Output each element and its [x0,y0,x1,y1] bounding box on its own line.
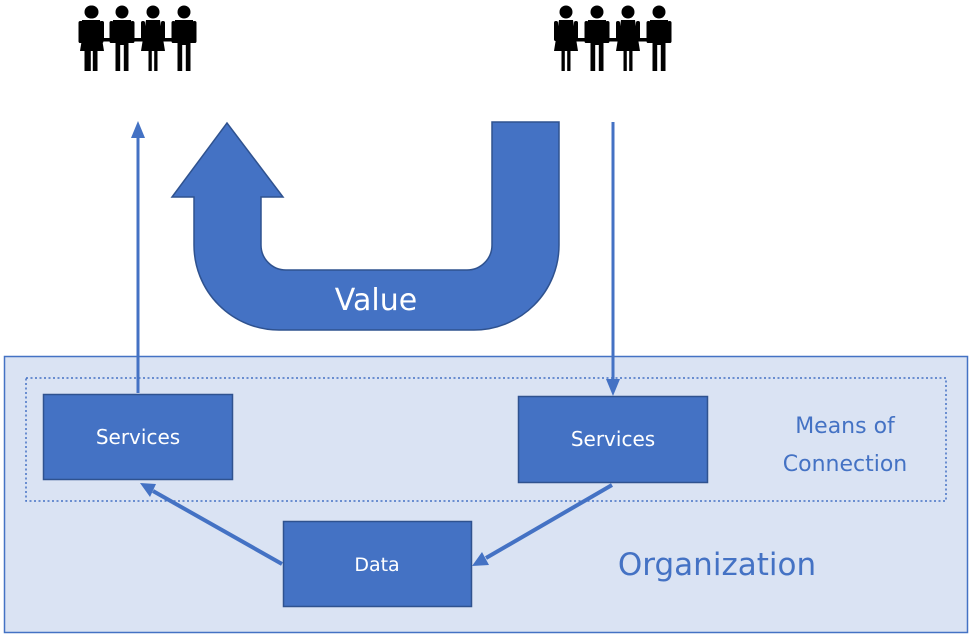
services-right-label: Services [571,427,655,451]
value-arrow [170,121,560,331]
down-arrow [606,122,620,396]
services-box-right [517,395,709,484]
people-group-icon [78,5,197,71]
up-arrow [131,121,145,393]
people-group-icon [554,5,672,71]
means-of-connection-label-line1: Means of [795,414,896,439]
data-to-services-arrow [140,483,283,566]
services-box-left [42,393,234,481]
means-of-connection-label-line2: Connection [783,452,907,477]
services-to-data-arrow [472,483,614,566]
means-of-connection-frame [25,377,947,502]
services-left-label: Services [96,425,180,449]
organization-label: Organization [618,547,816,583]
value-label: Value [335,283,417,318]
data-box [282,520,473,608]
data-label: Data [354,554,399,576]
